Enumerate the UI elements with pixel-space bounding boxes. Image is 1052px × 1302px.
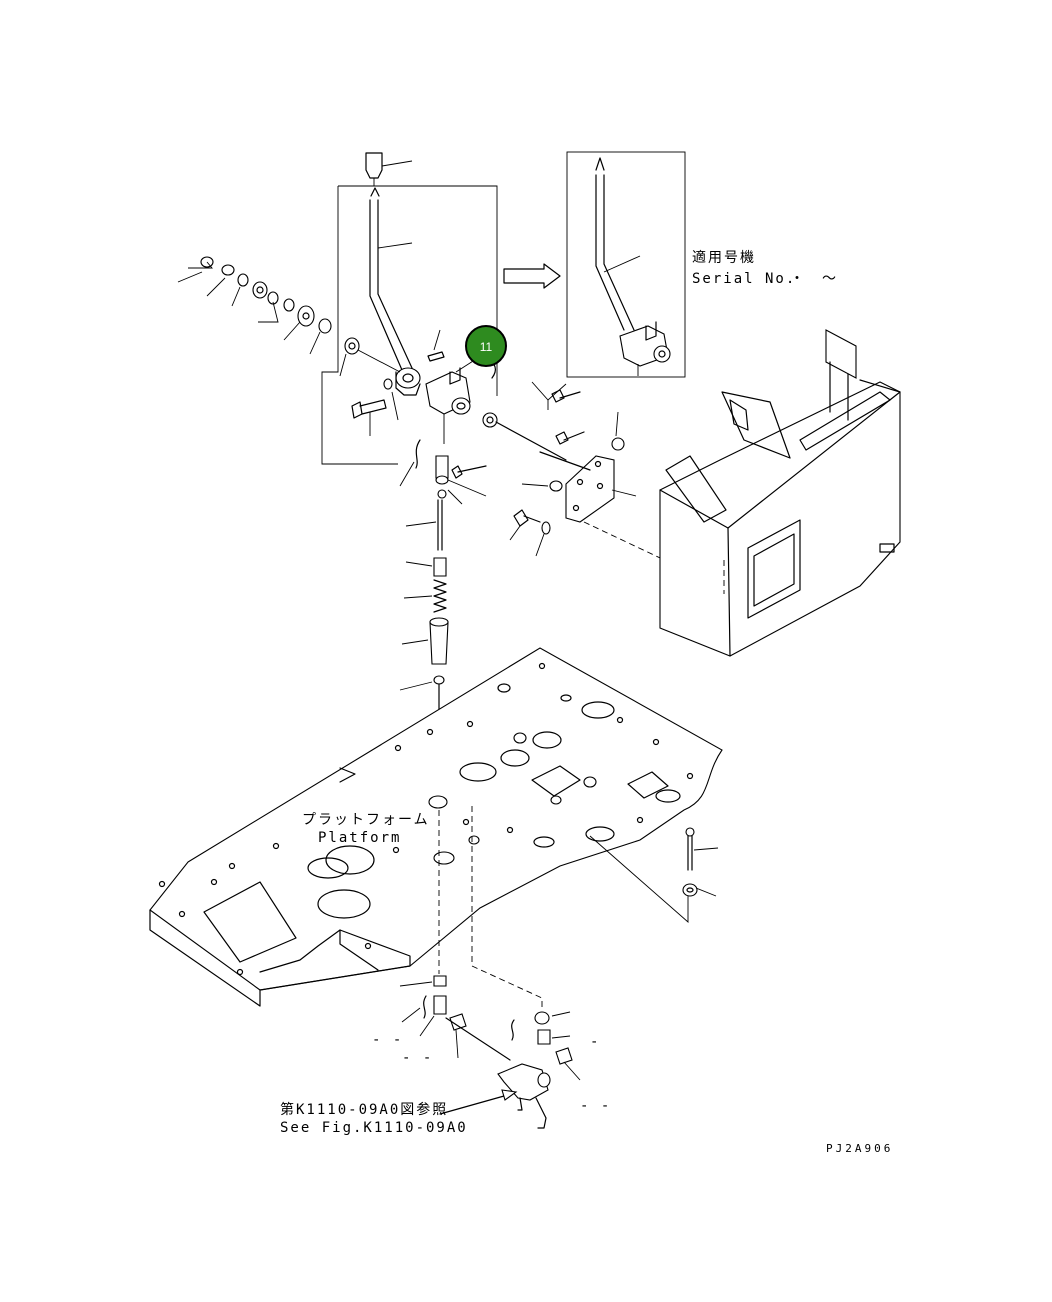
lever-bracket: [425, 353, 498, 444]
dash-markers: - - - - - - -: [372, 1032, 611, 1114]
inset-arrow: [503, 263, 561, 289]
platform-floor: [149, 647, 723, 1007]
rod-linkage-stack: [399, 439, 487, 801]
dash-mark-right-upper: -: [590, 1034, 600, 1050]
dash-mark-right-lower: - -: [580, 1098, 611, 1114]
figure-code: PJ2A906: [826, 1142, 893, 1155]
lever-group-frame: [321, 185, 498, 465]
applicable-serial-label: 適用号機 Serial No. ・ ～: [692, 249, 838, 287]
callout-badge[interactable]: 11: [465, 325, 507, 367]
console-box: [659, 329, 901, 657]
washer-nut-stack: [177, 256, 401, 377]
dash-mark-left-lower: - -: [402, 1050, 433, 1066]
reference-note: 第K1110-09A0図参照 See Fig.K1110-09A0: [280, 1089, 518, 1136]
platform-label-jp: プラットフォーム: [302, 812, 430, 828]
control-lever: [369, 187, 421, 396]
applicable-label-en: Serial No.: [692, 271, 796, 287]
side-pin: [589, 827, 719, 923]
pivot-bolt: [351, 329, 445, 436]
reference-note-en: See Fig.K1110-09A0: [280, 1120, 468, 1136]
platform-label-en: Platform: [318, 830, 401, 846]
reference-note-jp: 第K1110-09A0図参照: [280, 1101, 448, 1118]
lever-knob: [365, 152, 413, 186]
applicable-label-jp: 適用号機: [692, 249, 756, 266]
lower-linkage: [399, 975, 581, 1129]
platform-label: プラットフォーム Platform: [302, 812, 430, 846]
serial-range-marks: ・ ～: [790, 271, 838, 287]
dash-mark-left-upper: - -: [372, 1032, 403, 1048]
inset-alternate-lever: [566, 151, 686, 378]
callout-number: 11: [480, 340, 493, 354]
hidden-rod: [438, 806, 543, 1010]
